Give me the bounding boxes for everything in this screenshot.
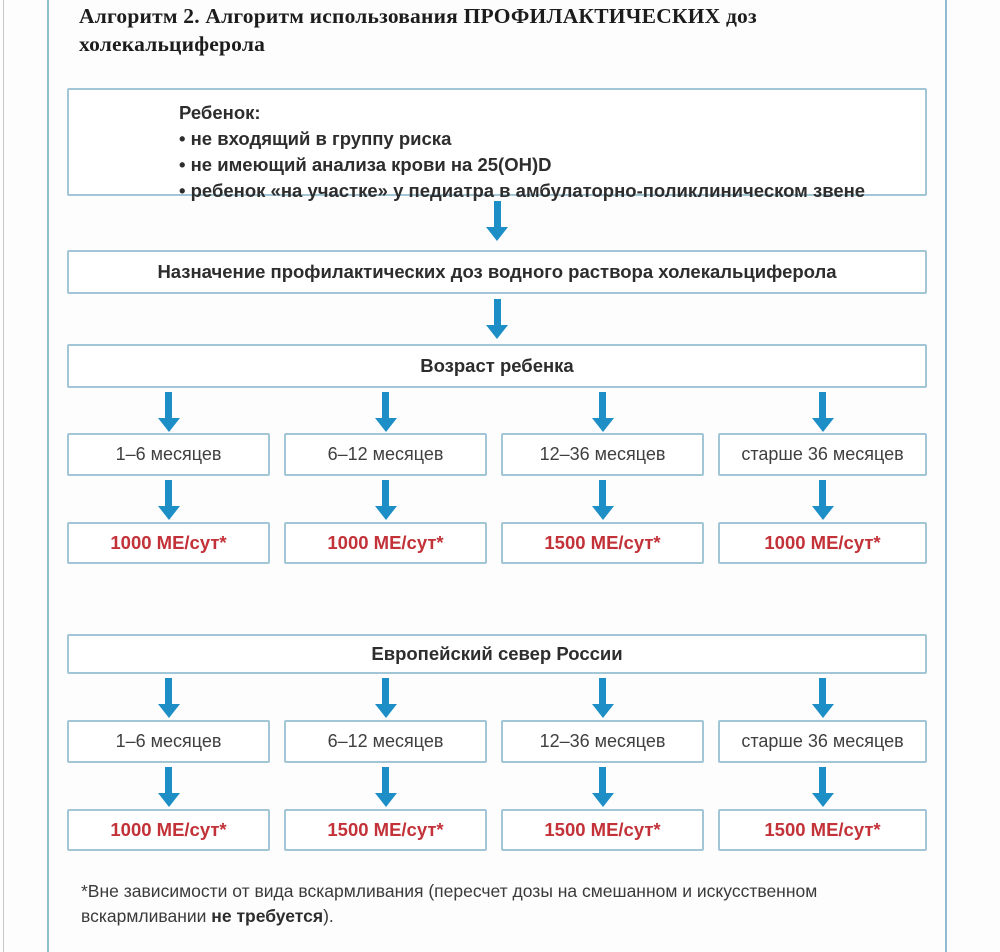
dose-box: 1000 МЕ/сут* <box>284 522 487 564</box>
arrow-down-icon <box>819 392 826 418</box>
age-row: 1–6 месяцев 6–12 месяцев 12–36 месяцев с… <box>67 720 927 763</box>
dose-box: 1500 МЕ/сут* <box>718 809 927 851</box>
arrow-down-icon <box>493 201 501 227</box>
section-header-age: Возраст ребенка <box>67 344 927 388</box>
dose-box: 1500 МЕ/сут* <box>284 809 487 851</box>
arrow-down-icon <box>493 299 501 325</box>
page-edge-line <box>3 0 4 952</box>
dose-box: 1000 МЕ/сут* <box>718 522 927 564</box>
arrow-down-icon <box>382 392 389 418</box>
arrows-row <box>67 388 927 433</box>
arrows-row <box>67 763 927 809</box>
arrow-down-icon <box>165 392 172 418</box>
arrow-down-icon <box>165 767 172 793</box>
footnote: *Вне зависимости от вида вскармливания (… <box>81 879 911 929</box>
arrows-row <box>67 674 927 720</box>
algorithm-frame: Алгоритм 2. Алгоритм использования ПРОФИ… <box>47 0 947 952</box>
age-box: 1–6 месяцев <box>67 433 270 476</box>
age-row: 1–6 месяцев 6–12 месяцев 12–36 месяцев с… <box>67 433 927 476</box>
arrow-down-icon <box>599 480 606 506</box>
child-criteria-box: Ребенок: • не входящий в группу риска • … <box>67 88 927 201</box>
child-criteria-item: • не имеющий анализа крови на 25(OH)D <box>179 154 552 175</box>
dose-row: 1000 МЕ/сут* 1500 МЕ/сут* 1500 МЕ/сут* 1… <box>67 809 927 851</box>
dose-box: 1000 МЕ/сут* <box>67 522 270 564</box>
section-gap <box>67 564 927 634</box>
arrow-down-icon <box>382 678 389 704</box>
arrows-row <box>67 476 927 522</box>
child-box-title: Ребенок: <box>179 102 261 123</box>
connector-zone <box>67 294 927 344</box>
child-criteria-item: • не входящий в группу риска <box>179 128 452 149</box>
arrow-down-icon <box>382 480 389 506</box>
age-box: 6–12 месяцев <box>284 720 487 763</box>
child-criteria-item: • ребенок «на участке» у педиатра в амбу… <box>179 180 866 201</box>
dose-box: 1000 МЕ/сут* <box>67 809 270 851</box>
age-box: 1–6 месяцев <box>67 720 270 763</box>
arrow-down-icon <box>819 767 826 793</box>
arrow-down-icon <box>599 392 606 418</box>
arrow-down-icon <box>819 678 826 704</box>
footnote-bold-text: не требуется <box>211 906 324 926</box>
age-box: 6–12 месяцев <box>284 433 487 476</box>
footnote-text: *Вне зависимости от вида вскармливания (… <box>81 881 818 926</box>
connector-zone <box>67 196 927 250</box>
age-box: 12–36 месяцев <box>501 720 704 763</box>
footnote-suffix: ). <box>323 906 334 926</box>
assignment-box: Назначение профилактических доз водного … <box>67 250 927 294</box>
age-box: старше 36 месяцев <box>718 720 927 763</box>
arrow-down-icon <box>382 767 389 793</box>
arrow-down-icon <box>165 480 172 506</box>
arrow-down-icon <box>599 678 606 704</box>
dose-box: 1500 МЕ/сут* <box>501 522 704 564</box>
dose-box: 1500 МЕ/сут* <box>501 809 704 851</box>
age-box: старше 36 месяцев <box>718 433 927 476</box>
age-box: 12–36 месяцев <box>501 433 704 476</box>
arrow-down-icon <box>165 678 172 704</box>
arrow-down-icon <box>599 767 606 793</box>
section-header-north: Европейский север России <box>67 634 927 674</box>
page-title: Алгоритм 2. Алгоритм использования ПРОФИ… <box>79 4 757 56</box>
arrow-down-icon <box>819 480 826 506</box>
dose-row: 1000 МЕ/сут* 1000 МЕ/сут* 1500 МЕ/сут* 1… <box>67 522 927 564</box>
